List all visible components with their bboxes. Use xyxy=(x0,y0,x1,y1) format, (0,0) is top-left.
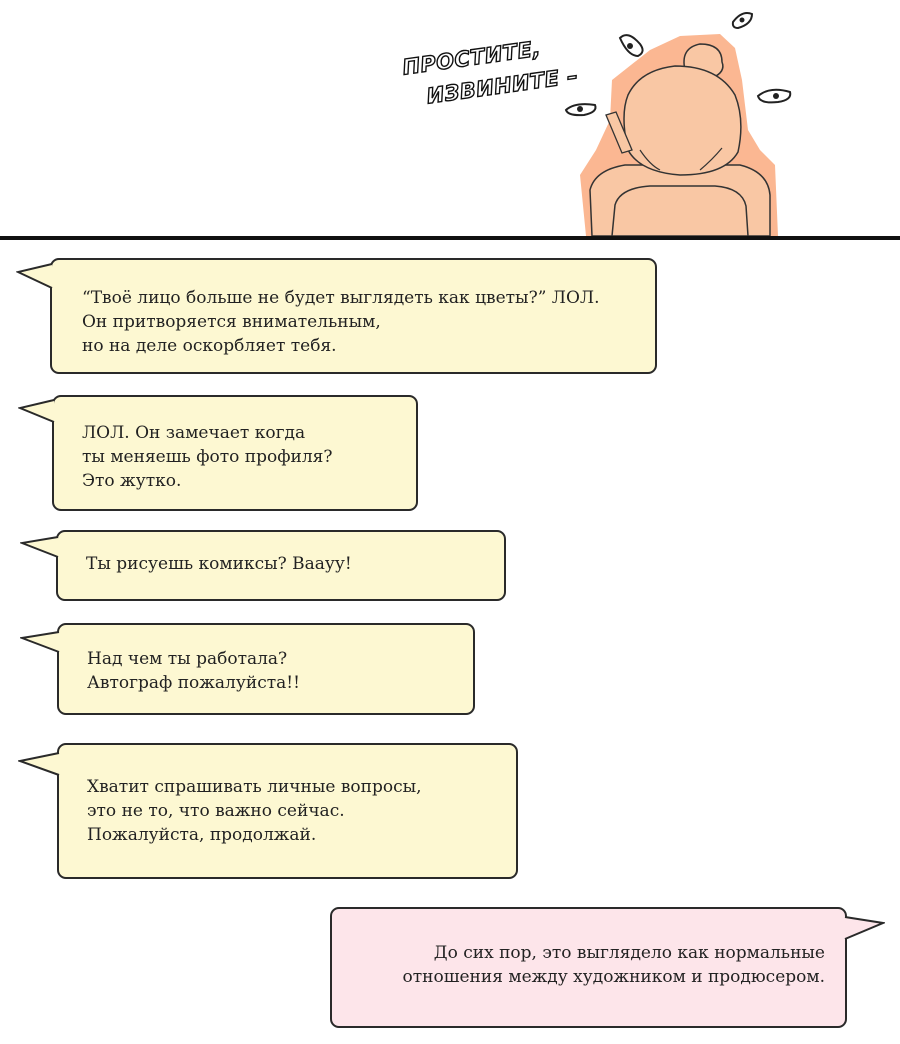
comment-bubble-1-tail xyxy=(16,263,53,289)
comment-bubble-1: “Твоё лицо больше не будет выглядеть как… xyxy=(50,258,657,374)
comment-bubble-4-tail xyxy=(20,631,60,653)
comment-bubble-3: Ты рисуешь комиксы? Ваауу! xyxy=(56,530,506,601)
comic-panel: ПРОСТИТЕ, ИЗВИНИТЕ – xyxy=(0,0,900,240)
comment-bubble-2: ЛОЛ. Он замечает когда ты меняешь фото п… xyxy=(52,395,418,511)
comment-text-1: “Твоё лицо больше не будет выглядеть как… xyxy=(82,288,600,356)
comment-bubble-2-tail xyxy=(18,399,55,423)
comment-bubble-5: Хватит спрашивать личные вопросы, это не… xyxy=(57,743,518,879)
panel-divider xyxy=(0,236,900,240)
comment-text-5: Хватит спрашивать личные вопросы, это не… xyxy=(87,777,422,845)
comment-bubble-5-tail xyxy=(18,752,60,776)
comment-text-4: Над чем ты работала? Автограф пожалуйста… xyxy=(87,649,300,693)
narration-text: До сих пор, это выглядело как нормальные… xyxy=(402,943,825,987)
narration-bubble: До сих пор, это выглядело как нормальные… xyxy=(330,907,847,1028)
comment-bubble-4: Над чем ты работала? Автограф пожалуйста… xyxy=(57,623,475,715)
apologizing-character-illustration xyxy=(564,12,792,237)
comment-text-3: Ты рисуешь комиксы? Ваауу! xyxy=(86,554,352,574)
comment-bubble-3-tail xyxy=(20,536,59,558)
narration-bubble-tail xyxy=(844,916,885,940)
comment-text-2: ЛОЛ. Он замечает когда ты меняешь фото п… xyxy=(82,423,333,491)
